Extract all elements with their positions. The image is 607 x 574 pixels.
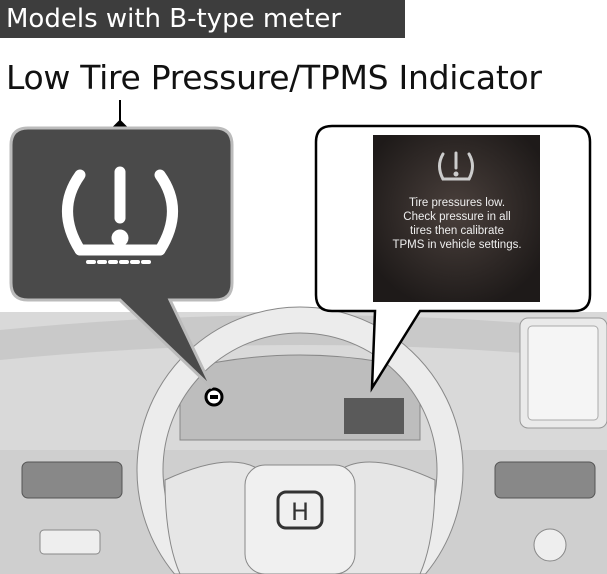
tpms-warning-icon: [62, 166, 178, 264]
model-header: Models with B-type meter: [0, 0, 405, 38]
right-callout: [314, 124, 592, 393]
left-callout: [9, 126, 234, 390]
message-line: tires then calibrate: [410, 225, 504, 237]
display-location: [344, 398, 404, 434]
honda-logo: [276, 490, 324, 530]
message-line: Tire pressures low.: [408, 197, 506, 209]
message-line: Check pressure in all: [403, 211, 511, 223]
display-tpms-icon: [438, 151, 474, 181]
car-interior: H: [0, 306, 607, 574]
message-line: TPMS in vehicle settings.: [392, 239, 522, 251]
indicator-title: Low Tire Pressure/TPMS Indicator: [6, 58, 542, 97]
tpms-warning-message: Tire pressures low. Check pressure in al…: [374, 196, 540, 252]
honda-logo-letter: H: [291, 498, 309, 526]
